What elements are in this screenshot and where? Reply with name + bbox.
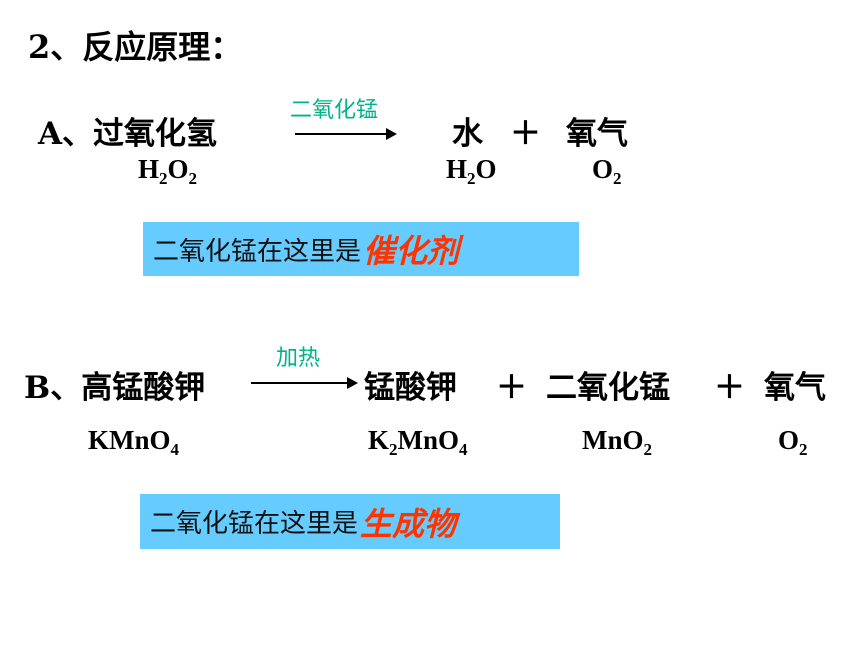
- reaction-b-product-k2mno4: 锰酸钾: [364, 370, 457, 406]
- formula-k2mno4: K2MnO4: [368, 425, 468, 459]
- note-catalyst-highlight: 催化剂: [363, 232, 460, 270]
- reaction-a-condition: 二氧化锰: [290, 98, 379, 123]
- reaction-a-plus: ＋: [510, 116, 541, 152]
- reaction-b-arrow: [251, 377, 358, 389]
- formula-h2o: H2O: [446, 154, 497, 188]
- reaction-b-plus-1: ＋: [496, 370, 527, 406]
- formula-mno2: MnO2: [582, 425, 653, 459]
- note-product: 二氧化锰在这里是生成物: [140, 494, 560, 549]
- reaction-b-product-mno2: 二氧化锰: [546, 370, 670, 406]
- reaction-a-product-oxygen: 氧气: [566, 116, 628, 152]
- formula-o2: O2: [592, 154, 622, 188]
- note-product-text: 二氧化锰在这里是: [150, 509, 359, 539]
- note-product-highlight: 生成物: [360, 504, 457, 543]
- reaction-b-reactant: B、高锰酸钾: [24, 370, 206, 406]
- reaction-b-product-oxygen: 氧气: [764, 370, 826, 406]
- formula-o2-b: O2: [778, 425, 808, 459]
- reaction-b-condition: 加热: [276, 346, 321, 371]
- reaction-a-product-water: 水: [452, 116, 483, 152]
- formula-kmno4: KMnO4: [88, 425, 180, 459]
- formula-h2o2: H2O2: [138, 154, 198, 188]
- note-catalyst-text: 二氧化锰在这里是: [153, 236, 362, 267]
- reaction-a-arrow: [295, 128, 397, 140]
- reaction-a-reactant: A、过氧化氢: [38, 116, 218, 152]
- note-catalyst: 二氧化锰在这里是催化剂: [143, 222, 579, 276]
- page-title: 2、反应原理：: [28, 28, 243, 66]
- reaction-b-plus-2: ＋: [714, 370, 745, 406]
